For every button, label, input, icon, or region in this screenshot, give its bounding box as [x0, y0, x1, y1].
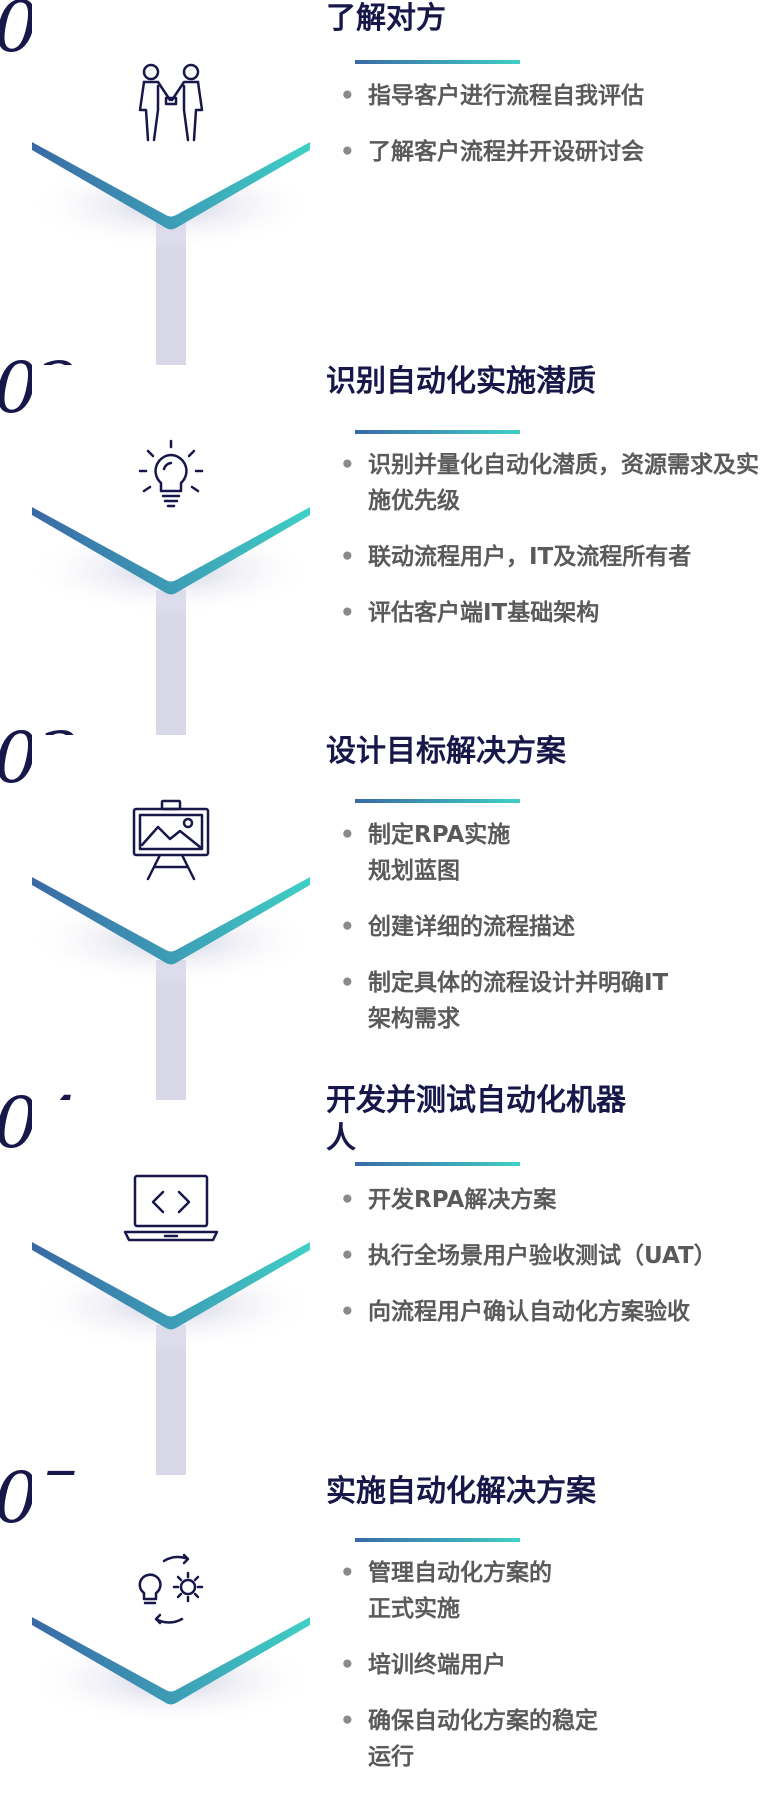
bullet-item: 向流程用户确认自动化方案验收 — [340, 1294, 770, 1330]
title-underline — [355, 430, 520, 434]
bullet-item: 管理自动化方案的正式实施 — [340, 1555, 568, 1627]
step-card — [26, 1475, 316, 1725]
step-5: 05 实施自动化解决方案 管理自动化方案的正式实施 培训终端用户 — [0, 1463, 783, 1773]
step-bullets: 指导客户进行流程自我评估 了解客户流程并开设研讨会 — [340, 78, 770, 190]
step-bullets: 开发RPA解决方案 执行全场景用户验收测试（UAT） 向流程用户确认自动化方案验… — [340, 1182, 770, 1350]
step-title: 开发并测试自动化机器人 — [326, 1083, 626, 1156]
card-shape — [26, 0, 316, 250]
bullet-item: 培训终端用户 — [340, 1647, 640, 1683]
card-shape — [26, 1475, 316, 1725]
bullet-item: 制定RPA实施规划蓝图 — [340, 817, 533, 889]
bullet-item: 识别并量化自动化潜质，资源需求及实施优先级 — [340, 447, 770, 519]
step-4: 04 开发并测试自动化机器人 开发RPA解决方案 执行全场景用户验收测试（UAT… — [0, 1083, 783, 1400]
lightbulb-icon — [126, 435, 216, 525]
laptop-code-icon — [121, 1170, 221, 1260]
step-2: 02 识别自动化实施潜质 识别并量化自动化潜质，资源需求及实施优先级 联动流程用… — [0, 353, 783, 665]
step-3: 03 设计目标解决方案 制定RPA实施规划蓝图 创建详细的流程描述 — [0, 723, 783, 1035]
title-underline — [355, 1162, 520, 1166]
bullet-item: 评估客户端IT基础架构 — [340, 595, 770, 631]
idea-gear-cycle-icon — [126, 1545, 216, 1635]
step-bullets: 制定RPA实施规划蓝图 创建详细的流程描述 制定具体的流程设计并明确IT架构需求 — [340, 817, 680, 1057]
bullet-item: 创建详细的流程描述 — [340, 909, 680, 945]
presentation-board-icon — [126, 795, 216, 885]
step-title: 实施自动化解决方案 — [326, 1474, 596, 1509]
step-title: 识别自动化实施潜质 — [326, 364, 596, 399]
step-title: 了解对方 — [326, 1, 446, 36]
card-shape — [26, 735, 316, 985]
step-card — [26, 735, 316, 985]
card-shape — [26, 1100, 316, 1350]
bullet-item: 指导客户进行流程自我评估 — [340, 78, 770, 114]
bullet-item: 制定具体的流程设计并明确IT架构需求 — [340, 965, 680, 1037]
step-title: 设计目标解决方案 — [326, 734, 566, 769]
bullet-item: 联动流程用户，IT及流程所有者 — [340, 539, 770, 575]
title-underline — [355, 799, 520, 803]
title-underline — [355, 60, 520, 64]
card-shape — [26, 365, 316, 615]
step-bullets: 管理自动化方案的正式实施 培训终端用户 确保自动化方案的稳定运行 — [340, 1555, 640, 1795]
bullet-item: 开发RPA解决方案 — [340, 1182, 770, 1218]
title-underline — [355, 1538, 520, 1542]
step-1: 01 了解对方 指导客户进行流程自我评估 了解客户流程并开设研讨会 — [0, 0, 783, 300]
step-card — [26, 365, 316, 615]
bullet-item: 了解客户流程并开设研讨会 — [340, 134, 770, 170]
bullet-item: 确保自动化方案的稳定运行 — [340, 1703, 613, 1775]
step-card — [26, 1100, 316, 1350]
step-bullets: 识别并量化自动化潜质，资源需求及实施优先级 联动流程用户，IT及流程所有者 评估… — [340, 447, 770, 651]
bullet-item: 执行全场景用户验收测试（UAT） — [340, 1238, 770, 1274]
step-card — [26, 0, 316, 250]
handshake-icon — [126, 60, 216, 150]
